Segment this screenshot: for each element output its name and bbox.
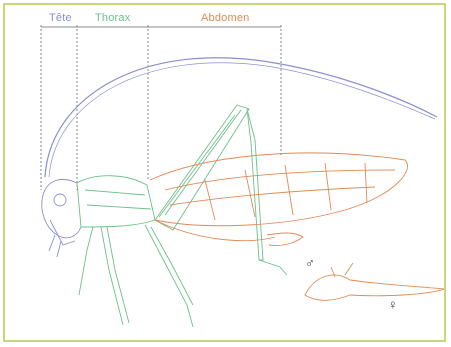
- female-symbol: ♀: [388, 297, 398, 312]
- female-ovipositor: [305, 263, 445, 300]
- head-outline: [42, 179, 81, 257]
- male-terminalia: [267, 233, 303, 246]
- front-leg: [101, 227, 123, 325]
- middle-leg: [145, 225, 193, 327]
- hind-tibia: [247, 109, 263, 260]
- thorax-outline: [77, 105, 287, 327]
- antenna: [45, 58, 437, 177]
- abdomen-outline: [150, 153, 408, 241]
- hind-femur: [155, 105, 249, 230]
- diagram-frame: Tête Thorax Abdomen: [3, 3, 446, 342]
- insect-illustration: [5, 5, 446, 342]
- forewing: [150, 153, 408, 226]
- male-symbol: ♂: [305, 255, 315, 270]
